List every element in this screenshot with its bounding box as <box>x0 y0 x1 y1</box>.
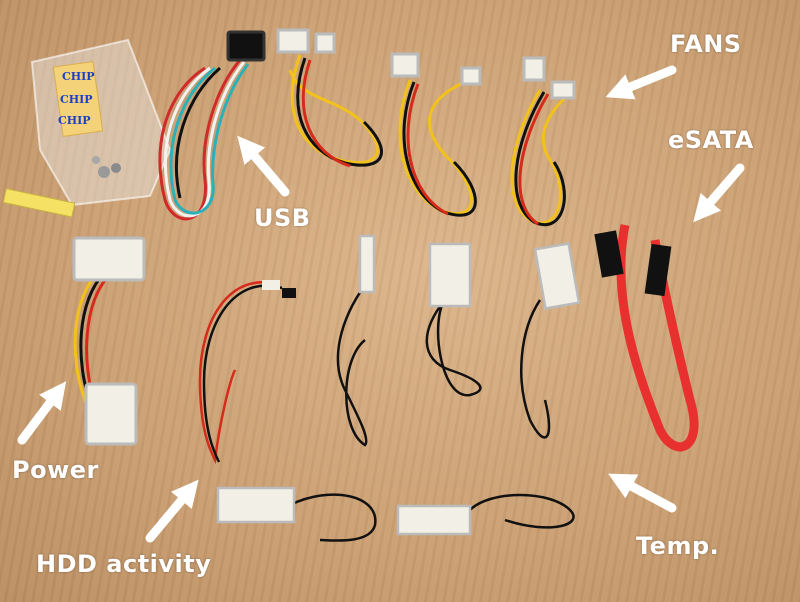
usb-arrow <box>237 135 290 197</box>
label-hdd-activity: HDD activity <box>36 550 212 578</box>
temp-arrow <box>608 473 677 513</box>
chip-tag-text-3: CHIP <box>58 114 91 127</box>
fans-arrow <box>605 65 677 100</box>
parts-bag <box>30 38 172 207</box>
label-fans: FANS <box>670 30 742 58</box>
esata-cable <box>594 224 699 452</box>
temp-cable-1 <box>336 234 376 447</box>
power-cable <box>72 236 146 446</box>
power-arrow <box>17 381 67 445</box>
label-esata: eSATA <box>668 126 754 154</box>
esata-arrow <box>693 163 745 223</box>
hdd-activity-arrow <box>145 479 199 543</box>
fan-cable-2 <box>390 52 482 217</box>
chip-tag-text-2: CHIP <box>60 93 93 106</box>
label-usb: USB <box>254 204 311 232</box>
temp-cable-5 <box>396 493 575 536</box>
temp-cable-2 <box>425 242 482 397</box>
hdd-activity-cable <box>198 280 296 465</box>
fan-cable-1 <box>276 28 383 168</box>
label-temp: Temp. <box>636 532 720 560</box>
label-strip <box>2 188 76 218</box>
usb-cable <box>158 30 266 221</box>
temp-cable-4 <box>216 486 377 542</box>
chip-tag-text-1: CHIP <box>62 70 95 83</box>
annotation-arrows <box>17 65 745 543</box>
label-power: Power <box>12 456 99 484</box>
temp-cable-3 <box>520 242 581 439</box>
fan-cable-3 <box>510 56 576 226</box>
